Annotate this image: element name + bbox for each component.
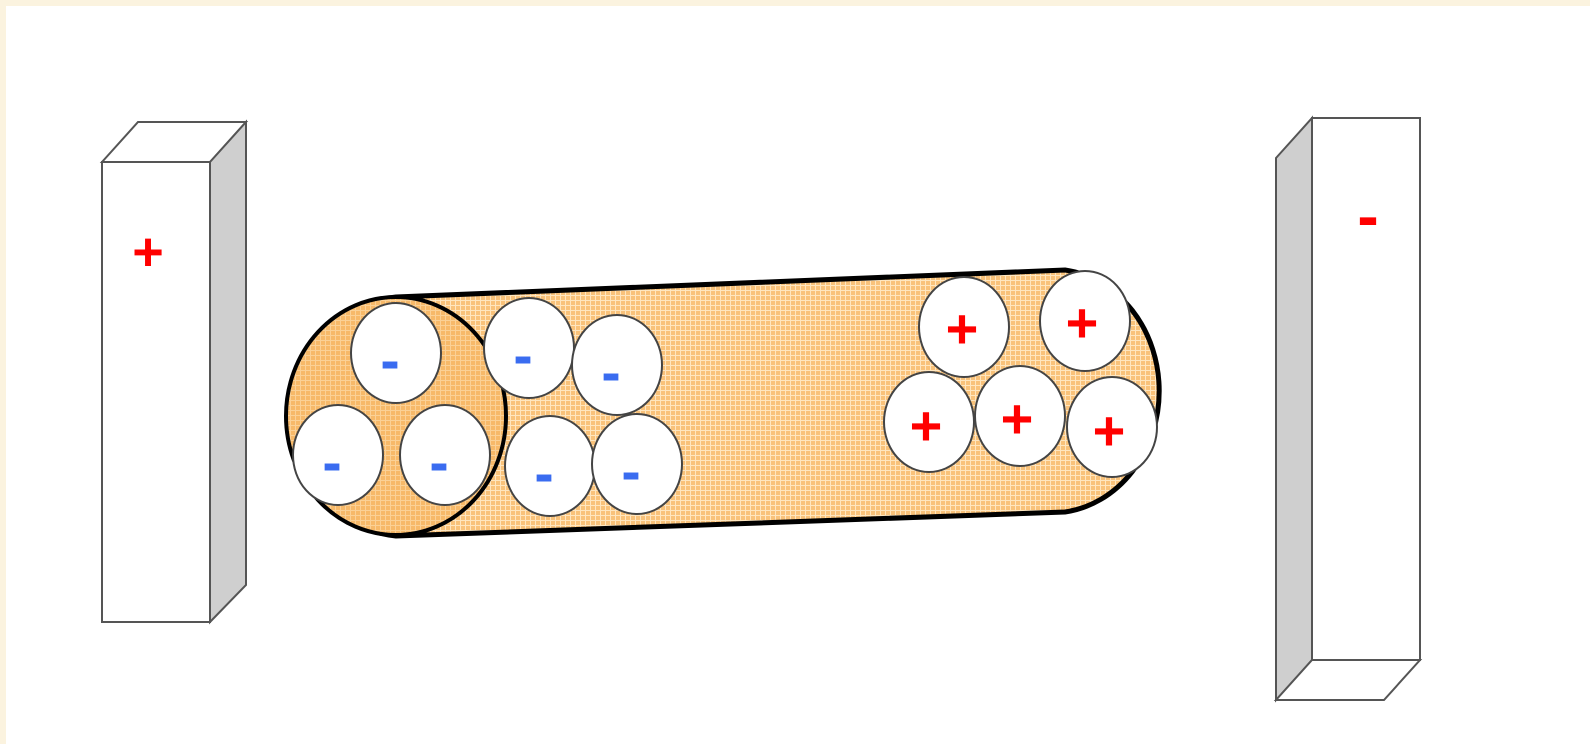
negative-sign: - [429,430,448,495]
negative-sign: - [322,430,341,495]
negative-particle: - [484,298,574,398]
positive-sign: + [1001,387,1034,450]
negative-particle: - [400,405,490,505]
negative-sign: - [534,441,553,506]
negative-particle: - [572,315,662,415]
right-plate: - [1276,118,1420,700]
positive-sign: + [1093,399,1126,462]
positive-particle: + [1067,377,1157,477]
positive-sign: + [910,394,943,457]
right-plate-side [1276,118,1312,700]
left-plate-sign: + [132,222,164,282]
positive-particle: + [919,277,1009,377]
positive-sign: + [1066,291,1099,354]
negative-sign: - [621,439,640,504]
negative-sign: - [601,340,620,405]
negative-particle: - [592,414,682,514]
positive-particle: + [975,366,1065,466]
positive-particle: + [1040,271,1130,371]
positive-sign: + [946,297,979,360]
negative-particle: - [505,416,595,516]
positive-particle: + [884,372,974,472]
negative-particle: - [293,405,383,505]
negative-sign: - [513,323,532,388]
left-plate: + [102,122,246,622]
negative-sign: - [380,328,399,393]
right-plate-sign: - [1357,180,1378,252]
negative-particle: - [351,303,441,403]
left-plate-side [210,122,246,622]
